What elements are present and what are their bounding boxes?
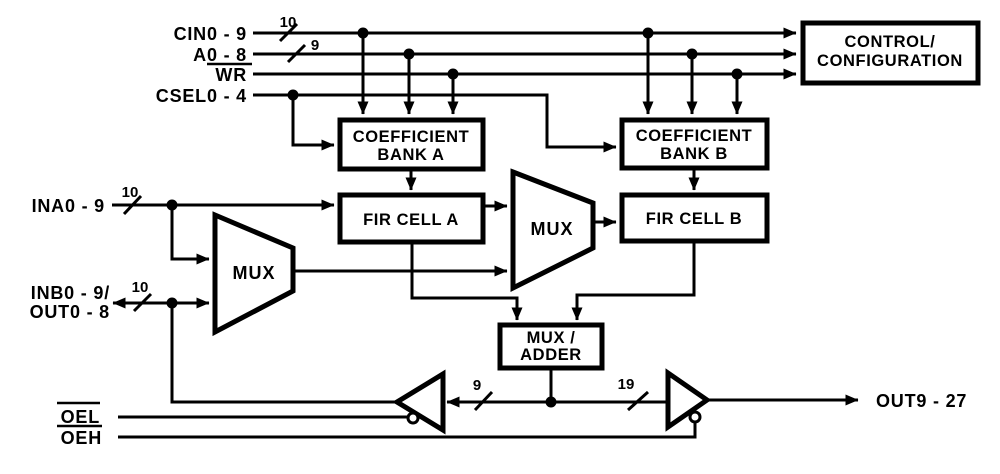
addr-bus-width: 9 [311, 37, 319, 54]
cin-bus-slash [278, 22, 299, 43]
high-output-buffer [665, 368, 712, 432]
mux-adder-label-2: ADDER [520, 346, 582, 364]
inb-bus-slash [132, 292, 153, 313]
coefficient-bank-b-block [619, 117, 770, 171]
addr-pin-label: A0 - 8 [193, 45, 247, 65]
control-configuration-block [800, 20, 981, 86]
junction-dot [357, 27, 369, 39]
input-mux-shape [212, 211, 296, 337]
ina-bus-width: 10 [122, 184, 139, 201]
result-low-width: 9 [473, 377, 481, 394]
fir-cell-b-label: FIR CELL B [646, 210, 742, 228]
addr-pin-label-prefix: A [193, 45, 207, 65]
inb-pin-label-1: INB0 - 9/ [31, 283, 110, 303]
ina-to-mux-wire [170, 205, 210, 265]
bank-b-label-1: COEFFICIENT [636, 127, 753, 145]
oel-enable-bubble [406, 411, 420, 425]
csel-wire-bank-b [253, 93, 617, 153]
bank-a-label-1: COEFFICIENT [353, 128, 470, 146]
fir-a-to-adder-wire [410, 242, 523, 321]
cin-pin-label: CIN0 - 9 [174, 24, 247, 44]
bank-a-label-2: BANK A [377, 146, 444, 164]
addr-bus-slash [286, 43, 307, 64]
oeh-wire [118, 423, 697, 439]
low-output-buffer [392, 369, 446, 435]
oeh-enable-bubble [688, 410, 702, 424]
inb-pin-label-2: OUT0 - 8 [30, 302, 110, 322]
out-high-pin-label: OUT9 - 27 [876, 391, 967, 411]
ina-bus-slash [122, 194, 143, 216]
cin-bus-width: 10 [280, 14, 297, 31]
control-block-label-2: CONFIGURATION [817, 52, 963, 70]
result-high-slash [626, 390, 650, 412]
bank-b-label-2: BANK B [660, 145, 728, 163]
inb-feedback-wire [170, 303, 397, 404]
junction-dot [731, 68, 743, 80]
result-high-width: 19 [618, 376, 635, 393]
junction-dot [686, 48, 698, 60]
junction-dot [287, 89, 299, 101]
result-low-slash [473, 390, 494, 412]
csel-wire-bank-a [291, 95, 335, 151]
junction-dot [642, 27, 654, 39]
fir-b-to-adder-wire [571, 241, 696, 321]
cascade-mux-shape [510, 168, 596, 293]
fir-cell-a-label: FIR CELL A [363, 211, 459, 229]
oeh-pin-label: OEH [61, 428, 102, 448]
inb-bus-width: 10 [132, 279, 149, 296]
control-block-label-1: CONTROL/ [845, 33, 936, 51]
ina-pin-label: INA0 - 9 [32, 196, 105, 216]
wr-pin-label: WR [215, 65, 247, 85]
input-mux-label: MUX [233, 263, 276, 283]
mux-adder-block [497, 322, 605, 371]
csel-pin-label: CSEL0 - 4 [156, 86, 247, 106]
cascade-mux-label: MUX [531, 219, 574, 239]
junction-dot [403, 48, 415, 60]
addr-pin-label-suffix: 0 - 8 [207, 45, 247, 65]
junction-dot [447, 68, 459, 80]
mux-adder-label-1: MUX / [527, 329, 576, 347]
oel-pin-label: OEL [61, 407, 100, 427]
